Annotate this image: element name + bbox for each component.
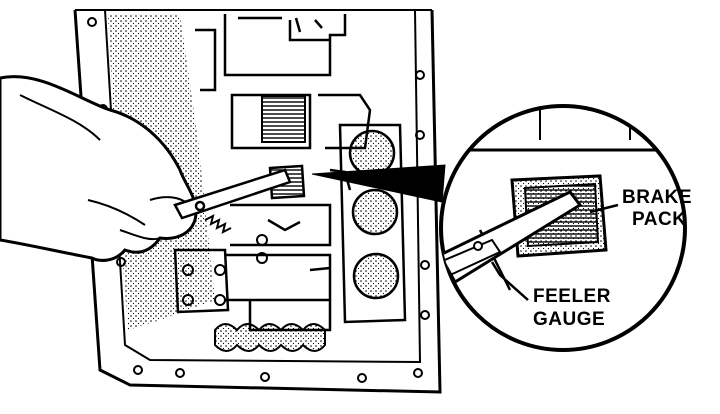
case-bolt-holes	[87, 17, 430, 383]
feeler-gauge-main	[173, 168, 292, 220]
callout-pointer	[311, 164, 446, 203]
hand	[0, 75, 198, 262]
leader-lines	[490, 203, 619, 301]
accumulator-bores	[348, 129, 400, 300]
spring-linkage	[182, 214, 268, 306]
detail-inset	[439, 104, 687, 352]
label-brake-pack-line1: BRAKE	[622, 187, 692, 208]
feeler-gauge-detail	[441, 190, 583, 285]
bottom-linkage	[214, 323, 326, 352]
brake-pack-case-hatch	[261, 95, 306, 143]
label-feeler-gauge-line1: FEELER	[533, 286, 611, 307]
label-feeler-gauge-line2: GAUGE	[533, 309, 605, 330]
label-brake-pack-line2: PACK	[632, 209, 686, 230]
